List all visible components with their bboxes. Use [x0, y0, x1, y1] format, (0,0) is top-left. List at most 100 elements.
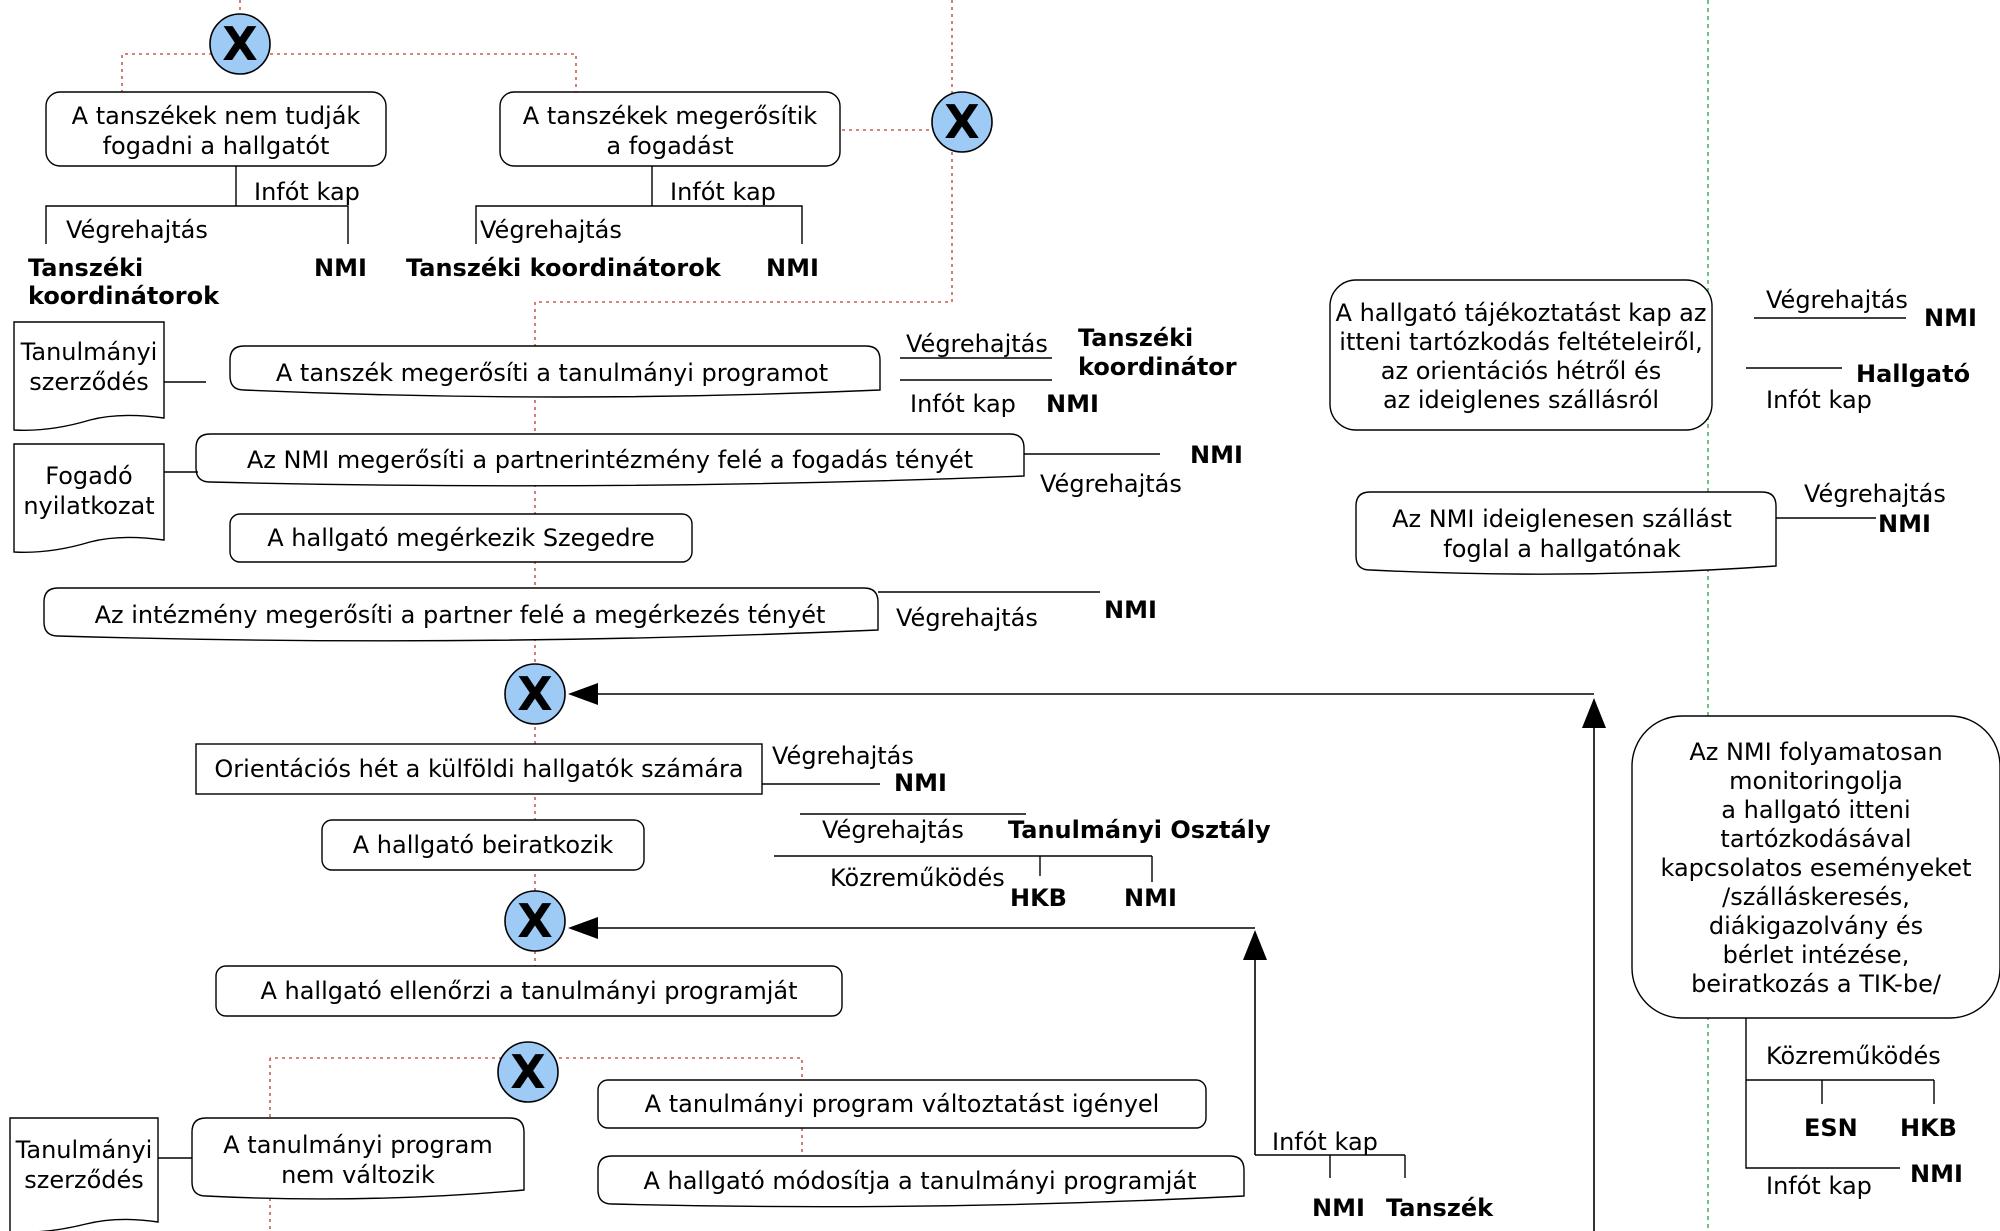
raci-dept-confirms-program: Végrehajtás Tanszéki koordinátor Infót k… — [900, 324, 1237, 418]
svg-text:ESN: ESN — [1804, 1114, 1858, 1142]
svg-text:Tanszéki: Tanszéki — [1078, 324, 1193, 352]
svg-text:Az NMI folyamatosan: Az NMI folyamatosan — [1689, 738, 1942, 766]
process-nmi-books-housing: Az NMI ideiglenesen szállást foglal a ha… — [1355, 491, 1777, 575]
svg-text:HKB: HKB — [1900, 1114, 1957, 1142]
raci-cannot-receive: Infót kap Végrehajtás Tanszéki koordinát… — [28, 166, 367, 310]
raci-student-enrolls: Végrehajtás Tanulmányi Osztály Közreműkö… — [774, 813, 1271, 912]
svg-text:NMI: NMI — [1878, 510, 1931, 538]
svg-text:szerződés: szerződés — [29, 368, 149, 396]
svg-text:A tanszékek nem tudják: A tanszékek nem tudják — [72, 102, 361, 130]
process-student-informed: A hallgató tájékoztatást kap az itteni t… — [1329, 279, 1713, 431]
svg-text:az ideiglenes szállásról: az ideiglenes szállásról — [1383, 386, 1659, 414]
raci-institution-confirms-arrival: Végrehajtás NMI — [878, 591, 1157, 632]
process-student-checks-program: A hallgató ellenőrzi a tanulmányi progra… — [215, 965, 843, 1017]
feedback-arrows — [568, 683, 1606, 1231]
raci-orientation-week: Végrehajtás NMI — [762, 742, 947, 797]
raci-program-modified-informed: Infót kap NMI Tanszék — [1255, 1128, 1494, 1222]
svg-text:Infót kap: Infót kap — [1272, 1128, 1378, 1156]
svg-text:Közreműködés: Közreműködés — [830, 864, 1005, 892]
svg-text:Infót kap: Infót kap — [1766, 1172, 1872, 1200]
svg-text:nem változik: nem változik — [281, 1161, 435, 1189]
svg-text:/szálláskeresés,: /szálláskeresés, — [1722, 883, 1910, 911]
svg-text:Tanulmányi: Tanulmányi — [20, 338, 158, 366]
svg-text:Végrehajtás: Végrehajtás — [66, 216, 208, 244]
process-nmi-monitors: Az NMI folyamatosan monitoringolja a hal… — [1631, 715, 2000, 1019]
svg-text:Tanulmányi Osztály: Tanulmányi Osztály — [1008, 816, 1271, 844]
svg-text:Az NMI megerősíti a partnerint: Az NMI megerősíti a partnerintézmény fel… — [247, 446, 973, 474]
svg-text:A tanszékek megerősítik: A tanszékek megerősítik — [523, 102, 818, 130]
svg-text:NMI: NMI — [1910, 1160, 1963, 1188]
process-student-arrives: A hallgató megérkezik Szegedre — [229, 513, 693, 563]
svg-text:Fogadó: Fogadó — [45, 462, 133, 490]
svg-text:a hallgató itteni: a hallgató itteni — [1721, 796, 1910, 824]
gateway-enroll: X — [504, 890, 566, 952]
document-study-contract-2: Tanulmányi szerződés — [9, 1117, 192, 1231]
process-nmi-confirms-partner: Az NMI megerősíti a partnerintézmény fel… — [195, 433, 1025, 487]
document-acceptance-statement: Fogadó nyilatkozat — [13, 443, 198, 553]
svg-text:NMI: NMI — [1190, 441, 1243, 469]
svg-text:NMI: NMI — [766, 254, 819, 282]
svg-text:NMI: NMI — [314, 254, 367, 282]
process-program-needs-change: A tanulmányi program változtatást igénye… — [597, 1079, 1207, 1129]
svg-text:A hallgató módosítja a tanulmá: A hallgató módosítja a tanulmányi progra… — [643, 1167, 1196, 1195]
svg-text:Végrehajtás: Végrehajtás — [1040, 470, 1182, 498]
svg-text:Tanszéki koordinátorok: Tanszéki koordinátorok — [406, 254, 722, 282]
svg-text:A hallgató megérkezik Szegedre: A hallgató megérkezik Szegedre — [267, 524, 655, 552]
svg-text:Tanulmányi: Tanulmányi — [15, 1136, 153, 1164]
svg-text:a fogadást: a fogadást — [606, 132, 733, 160]
document-study-contract-1: Tanulmányi szerződés — [13, 321, 206, 431]
gateway-program-check: X — [497, 1041, 559, 1103]
svg-text:NMI: NMI — [1104, 596, 1157, 624]
svg-text:Végrehajtás: Végrehajtás — [906, 330, 1048, 358]
svg-text:Infót kap: Infót kap — [910, 390, 1016, 418]
svg-text:A hallgató ellenőrzi a tanulmá: A hallgató ellenőrzi a tanulmányi progra… — [260, 977, 797, 1005]
svg-text:A tanszék megerősíti a tanulmá: A tanszék megerősíti a tanulmányi progra… — [276, 359, 828, 387]
raci-nmi-monitors: Közreműködés ESN HKB NMI Infót kap — [1745, 1018, 1963, 1200]
raci-nmi-books-housing: Végrehajtás NMI — [1776, 480, 1946, 538]
svg-text:Végrehajtás: Végrehajtás — [1804, 480, 1946, 508]
svg-text:Infót kap: Infót kap — [670, 178, 776, 206]
svg-text:koordinátor: koordinátor — [1078, 353, 1237, 381]
svg-text:koordinátorok: koordinátorok — [28, 282, 220, 310]
raci-nmi-confirms-partner: NMI Végrehajtás — [1024, 441, 1243, 498]
svg-text:NMI: NMI — [1124, 884, 1177, 912]
svg-text:Végrehajtás: Végrehajtás — [480, 216, 622, 244]
process-student-modifies-program: A hallgató módosítja a tanulmányi progra… — [597, 1155, 1245, 1208]
process-institution-confirms-arrival: Az intézmény megerősíti a partner felé a… — [43, 587, 879, 642]
svg-text:NMI: NMI — [894, 769, 947, 797]
svg-text:Orientációs hét a külföldi hal: Orientációs hét a külföldi hallgatók szá… — [214, 755, 743, 783]
svg-text:Hallgató: Hallgató — [1856, 360, 1970, 388]
gateway-top-left: X — [209, 13, 271, 75]
svg-text:A tanulmányi program változta: A tanulmányi program változtatást igénye… — [645, 1090, 1160, 1118]
svg-text:NMI: NMI — [1312, 1194, 1365, 1222]
svg-text:A hallgató tájékoztatást kap a: A hallgató tájékoztatást kap az — [1336, 299, 1707, 327]
svg-text:X: X — [517, 894, 552, 948]
svg-text:Végrehajtás: Végrehajtás — [1766, 286, 1908, 314]
process-student-enrolls: A hallgató beiratkozik — [321, 819, 645, 871]
svg-text:bérlet intézése,: bérlet intézése, — [1723, 941, 1910, 969]
process-confirm-receive: A tanszékek megerősítik a fogadást — [499, 91, 841, 167]
svg-text:Végrehajtás: Végrehajtás — [896, 604, 1038, 632]
svg-text:itteni tartózkodás feltételeir: itteni tartózkodás feltételeiről, — [1339, 328, 1702, 356]
svg-text:monitoringolja: monitoringolja — [1729, 767, 1903, 795]
svg-text:Infót kap: Infót kap — [254, 178, 360, 206]
svg-text:beiratkozás a TIK-be/: beiratkozás a TIK-be/ — [1691, 970, 1942, 998]
svg-text:Végrehajtás: Végrehajtás — [772, 742, 914, 770]
svg-text:Végrehajtás: Végrehajtás — [822, 816, 964, 844]
process-dept-confirms-program: A tanszék megerősíti a tanulmányi progra… — [229, 345, 881, 398]
svg-text:X: X — [510, 1045, 545, 1099]
svg-text:A tanulmányi program: A tanulmányi program — [223, 1131, 493, 1159]
svg-text:X: X — [944, 95, 979, 149]
svg-text:diákigazolvány és: diákigazolvány és — [1709, 912, 1923, 940]
svg-text:fogadni a hallgatót: fogadni a hallgatót — [103, 132, 330, 160]
svg-text:Az NMI ideiglenesen szállást: Az NMI ideiglenesen szállást — [1392, 505, 1732, 533]
process-orientation-week: Orientációs hét a külföldi hallgatók szá… — [195, 743, 763, 795]
svg-text:az orientációs hétről és: az orientációs hétről és — [1381, 357, 1661, 385]
process-program-unchanged: A tanulmányi program nem változik — [191, 1117, 525, 1200]
svg-text:tartózkodásával: tartózkodásával — [1720, 825, 1911, 853]
gateway-top-right: X — [931, 91, 993, 153]
svg-text:X: X — [517, 667, 552, 721]
svg-text:Infót kap: Infót kap — [1766, 386, 1872, 414]
svg-text:HKB: HKB — [1010, 884, 1067, 912]
